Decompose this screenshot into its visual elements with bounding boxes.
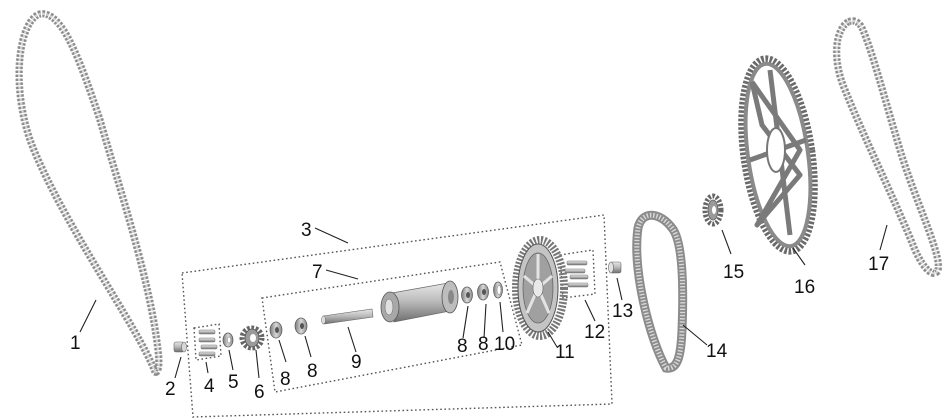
seal-ring-part-10: [493, 281, 503, 299]
callout-2: 2: [165, 379, 176, 400]
callout-5: 5: [228, 372, 239, 393]
bearing-part-8d: [477, 283, 489, 301]
bearing-part-8b: [294, 317, 308, 335]
callout-3: 3: [301, 220, 312, 241]
toothed-belt-part-14: [632, 210, 688, 373]
callout-10: 10: [494, 334, 515, 355]
hub-body: [380, 280, 459, 323]
callout-4: 4: [204, 376, 215, 397]
callout-labels: 1 2 3 4 5 6 7 8 8 9 8 8 10 11 12 13 14 1…: [70, 220, 889, 403]
bolt-set-part-12: [564, 260, 589, 288]
spacer-part-13: [608, 261, 622, 274]
callout-16: 16: [794, 277, 815, 298]
callout-8c: 8: [457, 336, 468, 357]
callout-14: 14: [706, 341, 728, 362]
front-sprocket-part-15: [702, 193, 724, 227]
chain-left: [15, 10, 163, 376]
group-7-outline: [261, 261, 523, 393]
callout-15: 15: [723, 262, 744, 283]
callout-1: 1: [70, 333, 81, 354]
callout-8b: 8: [307, 361, 318, 382]
callout-17: 17: [868, 254, 889, 275]
spacer-part-2: [173, 341, 187, 353]
callout-6: 6: [254, 382, 265, 403]
callout-9: 9: [351, 352, 362, 373]
belt-pulley-part-11: [512, 236, 568, 340]
callout-8d: 8: [478, 334, 489, 355]
leader-lines: [79, 224, 888, 379]
chain-right: [832, 17, 943, 278]
group-4-outline: [193, 323, 222, 361]
callout-11: 11: [555, 342, 575, 363]
callout-8a: 8: [280, 369, 291, 390]
rear-sprocket-part-16: [738, 55, 818, 255]
washer-part-5: [222, 332, 234, 348]
callout-13: 13: [612, 301, 633, 322]
group-12-outline: [559, 249, 596, 299]
sprocket-part-6: [239, 325, 265, 351]
bolt-set-part-4: [198, 329, 218, 357]
bearing-part-8a: [269, 321, 283, 339]
bearing-part-8c: [461, 286, 473, 304]
callout-7: 7: [312, 262, 323, 283]
axle-shaft-part-9: [321, 308, 374, 325]
callout-12: 12: [584, 322, 605, 343]
